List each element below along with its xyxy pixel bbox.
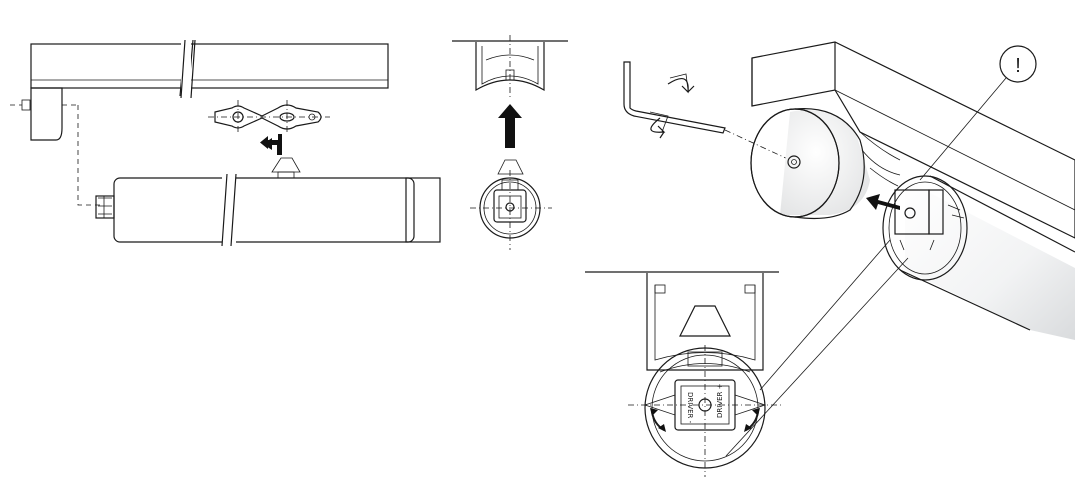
ceiling-profile xyxy=(30,39,389,99)
tube-end-detail: DRIVER - DRIVER + xyxy=(628,345,782,477)
profile-section xyxy=(475,35,545,100)
end-cap-3d xyxy=(750,107,870,220)
detail-leader-1 xyxy=(725,257,909,457)
mounting-bracket xyxy=(208,100,330,134)
perspective-panel: ! xyxy=(623,41,1075,457)
allen-key xyxy=(623,61,791,161)
detail-view-panel: DRIVER - DRIVER + xyxy=(585,271,782,477)
up-arrow xyxy=(498,104,522,148)
alignment-line xyxy=(77,105,100,206)
side-view-panel xyxy=(10,39,441,247)
driver-plus-label: DRIVER + xyxy=(716,383,724,418)
cone-connector-end xyxy=(497,159,524,175)
cone-connector-detail xyxy=(679,305,731,337)
cone-connector xyxy=(271,157,301,179)
warning-callout: ! xyxy=(919,45,1037,181)
end-view-panel xyxy=(452,35,568,250)
tube-end-circle xyxy=(470,170,552,250)
profile-section-detail xyxy=(646,273,764,371)
ceiling-profile-3d xyxy=(751,41,1075,239)
warning-symbol: ! xyxy=(1015,55,1021,77)
turn-arrow-head xyxy=(260,136,282,155)
end-cap xyxy=(10,87,78,141)
push-arrow xyxy=(866,194,900,210)
wires xyxy=(861,149,901,187)
detail-leader-2 xyxy=(759,239,891,391)
lamp-tube xyxy=(95,173,441,247)
driver-minus-label: DRIVER - xyxy=(686,392,694,424)
warning-icon xyxy=(999,45,1037,83)
lamp-tube-3d xyxy=(882,175,1075,340)
